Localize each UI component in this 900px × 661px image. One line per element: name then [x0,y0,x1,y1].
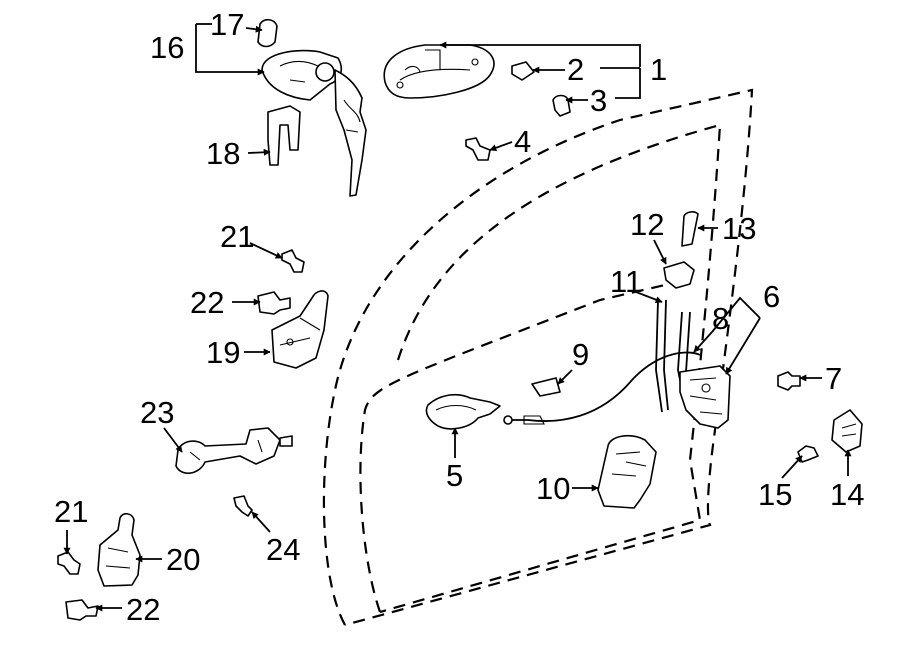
inside-handle [425,393,513,430]
callout-7: 7 [825,361,842,396]
door-lock-assembly [679,365,731,429]
handle-cable [512,351,701,425]
callout-18: 18 [206,136,240,171]
check-bolt [233,495,253,517]
callout-22-upper: 22 [190,285,224,320]
upper-hinge [271,290,329,369]
door-check [175,427,293,474]
callout-13: 13 [722,211,756,246]
callout-21-lower: 21 [54,494,88,529]
callout-16: 16 [150,30,184,65]
striker-bolt [797,445,819,463]
callout-leaders [63,23,852,612]
cylinder-retainer [267,105,301,166]
lock-cylinder-keys [261,49,367,197]
callout-5: 5 [446,458,463,493]
callout-3: 3 [590,83,607,118]
callout-4: 4 [514,124,531,159]
callout-15: 15 [758,477,792,512]
lower-hinge [97,512,141,587]
callout-21-upper: 21 [220,219,254,254]
handle-bracket-clip [511,61,535,81]
callout-14: 14 [830,477,864,512]
callout-1: 1 [650,52,667,87]
callout-12: 12 [630,207,664,242]
door-striker [831,409,863,453]
callout-labels: 1 2 3 4 5 6 7 8 9 10 11 12 13 14 15 16 1… [54,7,864,627]
callout-24: 24 [266,532,300,567]
handle-screw [552,94,571,117]
callout-20: 20 [166,542,200,577]
hinge-bolt-lower [57,551,81,575]
callout-22-lower: 22 [126,592,160,627]
callout-17: 17 [210,7,244,42]
callout-8: 8 [712,301,729,336]
hinge-nut-upper [257,291,291,315]
handle-bolt [465,137,491,161]
handle-bezel [531,377,561,397]
callout-10: 10 [536,471,570,506]
lock-knob [663,261,695,289]
striker-screw [777,371,801,391]
hinge-nut-lower [65,599,99,621]
callout-9: 9 [572,337,589,372]
callout-6: 6 [763,279,780,314]
cylinder-clip [257,18,278,48]
hinge-bolt-upper [281,249,305,273]
outside-handle [383,44,495,99]
lock-rod-guide [681,211,699,247]
callout-11: 11 [610,264,642,299]
callout-19: 19 [206,335,240,370]
callout-2: 2 [567,52,584,87]
callout-23: 23 [140,395,174,430]
lock-cover [597,434,657,509]
